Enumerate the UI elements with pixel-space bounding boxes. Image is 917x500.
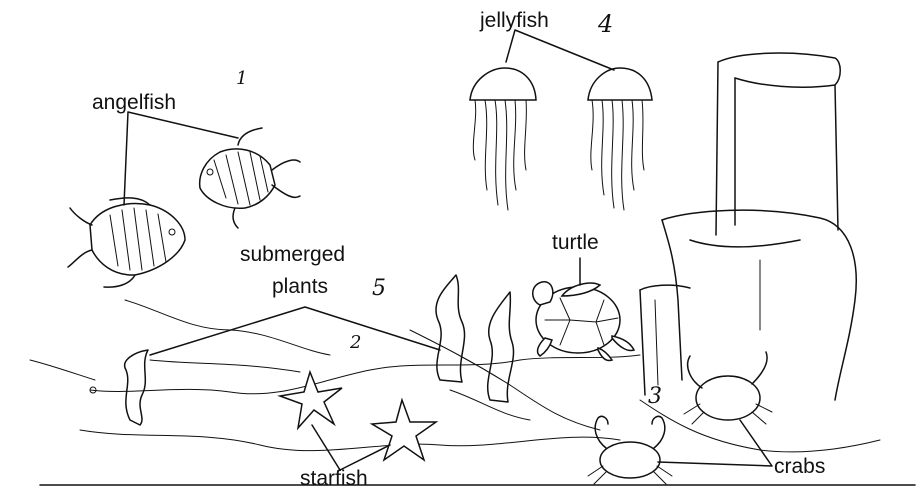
seaweed-icon — [488, 292, 514, 402]
plants-leader-lines — [150, 307, 440, 355]
label-starfish: starfish — [300, 468, 368, 489]
number-2: 2 — [350, 334, 361, 352]
label-plants: plants — [272, 276, 328, 297]
jellyfish-icon — [470, 68, 536, 210]
label-crabs: crabs — [774, 456, 825, 477]
label-submerged: submerged — [240, 244, 345, 265]
number-5: 5 — [372, 278, 386, 300]
number-1: 1 — [236, 70, 247, 88]
number-4: 4 — [598, 12, 613, 36]
seabed — [30, 300, 880, 452]
label-angelfish: angelfish — [92, 92, 176, 113]
label-jellyfish: jellyfish — [480, 10, 549, 31]
angelfish-icon — [200, 128, 300, 228]
starfish-icon — [372, 400, 436, 460]
jellyfish-icon — [588, 68, 652, 210]
crab-icon — [684, 352, 772, 424]
starfish-icon — [280, 372, 342, 428]
sea-turtle-icon — [533, 258, 634, 361]
seaweed-icon — [125, 350, 148, 425]
number-3: 3 — [648, 386, 662, 408]
label-turtle: turtle — [552, 232, 599, 253]
crabs-leader-lines — [658, 420, 772, 466]
starfish-leader-lines — [312, 425, 390, 470]
rock-icon — [640, 53, 856, 400]
angelfish-icon — [68, 198, 185, 287]
crab-icon — [588, 416, 672, 484]
seaweed-icon — [436, 275, 465, 382]
